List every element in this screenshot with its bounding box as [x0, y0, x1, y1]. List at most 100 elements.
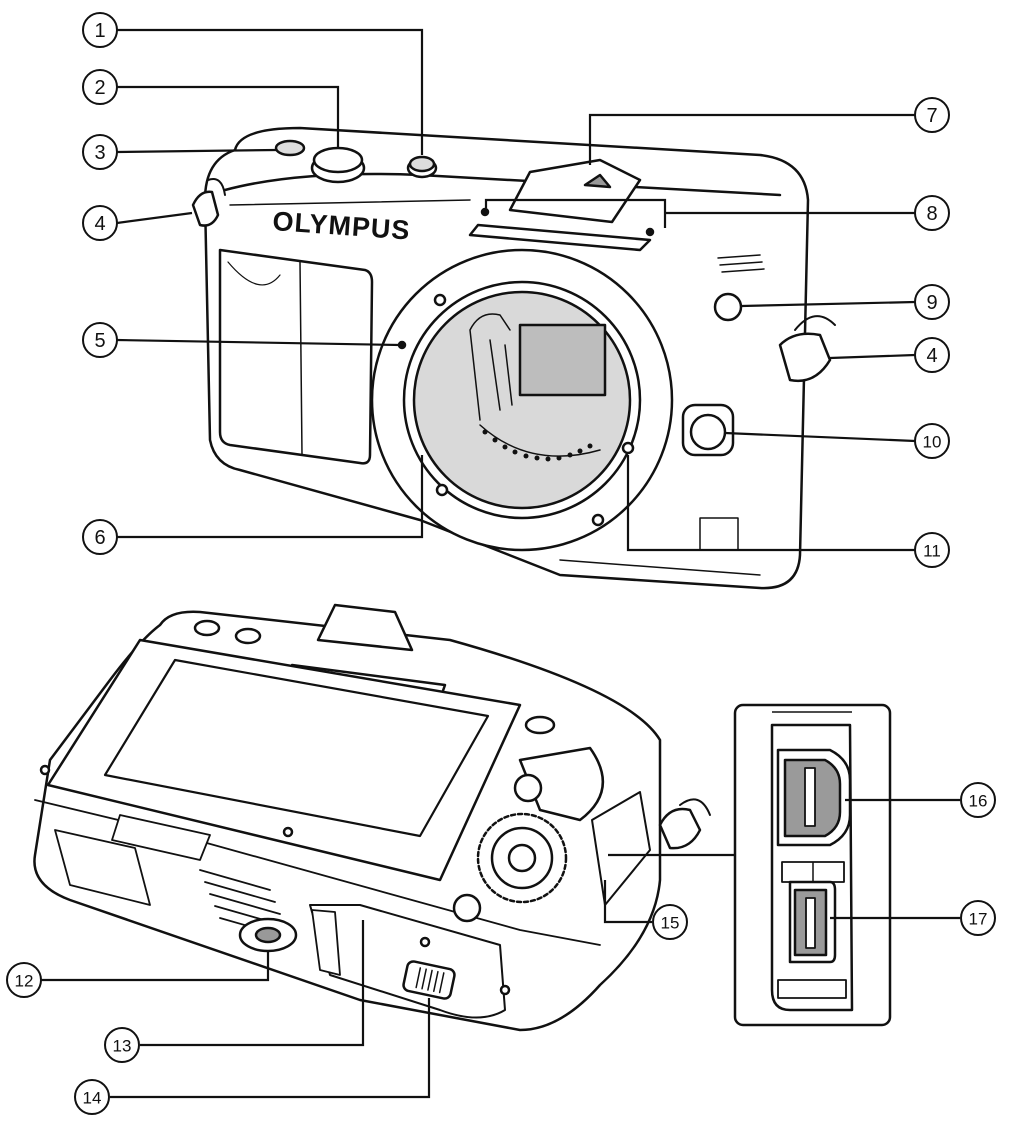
front-grip-inner — [227, 261, 281, 286]
leader-13 — [140, 920, 365, 1047]
callout-1: 1 — [82, 12, 118, 48]
connector-inset — [733, 703, 892, 1027]
mount-screw-1 — [433, 293, 447, 307]
leader-5 — [116, 338, 401, 347]
callout-7-label: 7 — [926, 105, 937, 127]
back-strap-eyelet-ring — [679, 798, 711, 816]
leader-10 — [724, 431, 916, 443]
lens-release-button — [689, 413, 727, 451]
leader-6 — [117, 455, 424, 539]
callout-4-right-label: 4 — [926, 345, 937, 367]
mount-screw-4 — [591, 513, 605, 527]
bottom-screw-1 — [282, 826, 294, 838]
callout-2: 2 — [82, 69, 118, 105]
leader-15 — [603, 880, 652, 924]
leader-2 — [117, 85, 340, 148]
callout-5-label: 5 — [94, 330, 105, 352]
on-off-button-top — [408, 155, 436, 173]
callout-3: 3 — [82, 134, 118, 170]
leader-12 — [40, 950, 270, 982]
callout-4-left: 4 — [82, 205, 118, 241]
bottom-screw-2 — [419, 936, 431, 948]
leader-4a — [116, 211, 193, 225]
leader-1 — [117, 28, 424, 155]
movie-button — [274, 139, 306, 157]
bottom-screw-3 — [499, 984, 511, 996]
callout-8: 8 — [914, 195, 950, 231]
hot-shoe-rail — [468, 223, 652, 252]
callout-15-label: 15 — [661, 914, 680, 933]
speaker-line-1 — [717, 254, 761, 259]
leader-14 — [110, 998, 431, 1099]
strap-eyelet-left-ring — [207, 178, 226, 196]
strap-eyelet-right — [778, 332, 832, 383]
inset-bottom-pad — [777, 979, 847, 999]
self-timer-lamp — [713, 292, 743, 322]
back-menu-button — [452, 893, 482, 923]
callout-12-label: 12 — [15, 972, 34, 991]
front-sensor-window — [699, 517, 739, 551]
callout-10-label: 10 — [923, 433, 942, 452]
back-dial-top — [524, 715, 556, 735]
callout-8-label: 8 — [926, 203, 937, 225]
front-grip-seam — [299, 261, 303, 456]
battery-hinge — [311, 909, 341, 976]
mount-contacts — [482, 429, 593, 462]
callout-7: 7 — [914, 97, 950, 133]
callout-4-right: 4 — [914, 337, 950, 373]
mount-contacts-arc — [479, 424, 601, 457]
leader-4b — [829, 353, 916, 360]
callout-17: 17 — [960, 900, 996, 936]
callout-16-label: 16 — [969, 792, 988, 811]
callout-9: 9 — [914, 284, 950, 320]
callout-9-label: 9 — [926, 292, 937, 314]
speaker-line-2 — [719, 261, 763, 266]
leader-9 — [741, 300, 916, 308]
bottom-left-panel — [54, 829, 151, 906]
callout-14-label: 14 — [83, 1089, 102, 1108]
tripod-socket — [254, 926, 282, 944]
leader-7 — [588, 113, 915, 165]
leader-3 — [116, 148, 277, 154]
back-thumb-grip — [518, 746, 605, 822]
speaker-line-3 — [721, 268, 765, 273]
back-top-button-1 — [193, 619, 221, 637]
camera-front-view — [191, 126, 836, 590]
leader-lines — [40, 28, 960, 1099]
leader-11 — [626, 455, 915, 552]
back-strap-eyelet — [658, 807, 702, 850]
front-grip — [218, 248, 374, 465]
callout-17-label: 17 — [969, 910, 988, 929]
control-dial-center — [507, 843, 537, 873]
lens-lock-pin — [621, 441, 635, 455]
callout-11-label: 11 — [923, 542, 941, 561]
callout-6: 6 — [82, 519, 118, 555]
callout-12: 12 — [6, 962, 42, 998]
back-accessory-port — [316, 603, 414, 652]
mic-hole-right — [645, 227, 655, 237]
callout-4-left-label: 4 — [94, 213, 105, 235]
compartment-lock — [402, 960, 456, 1000]
strap-eyelet-right-ring — [794, 315, 836, 331]
mic-hole-left — [480, 207, 490, 217]
shutter-button-top — [312, 146, 364, 174]
callout-15: 15 — [652, 904, 688, 940]
callout-11: 11 — [914, 532, 950, 568]
callout-5: 5 — [82, 322, 118, 358]
callout-14: 14 — [74, 1079, 110, 1115]
back-info-button — [513, 773, 543, 803]
accessory-port-arrow — [583, 173, 612, 189]
callout-10: 10 — [914, 423, 950, 459]
hdmi-port-slot — [805, 897, 816, 949]
callout-2-label: 2 — [94, 77, 105, 99]
callout-16: 16 — [960, 782, 996, 818]
mount-bayonet-lines — [469, 313, 513, 421]
compartment-lock-ridges — [415, 967, 445, 994]
connector-cover — [591, 791, 651, 906]
back-top-button-2 — [234, 627, 262, 645]
callouts: 1 2 3 4 4 5 6 7 8 9 10 11 12 13 14 15 16… — [6, 12, 996, 1115]
bottom-screw-4 — [39, 764, 51, 776]
callout-6-label: 6 — [94, 527, 105, 549]
